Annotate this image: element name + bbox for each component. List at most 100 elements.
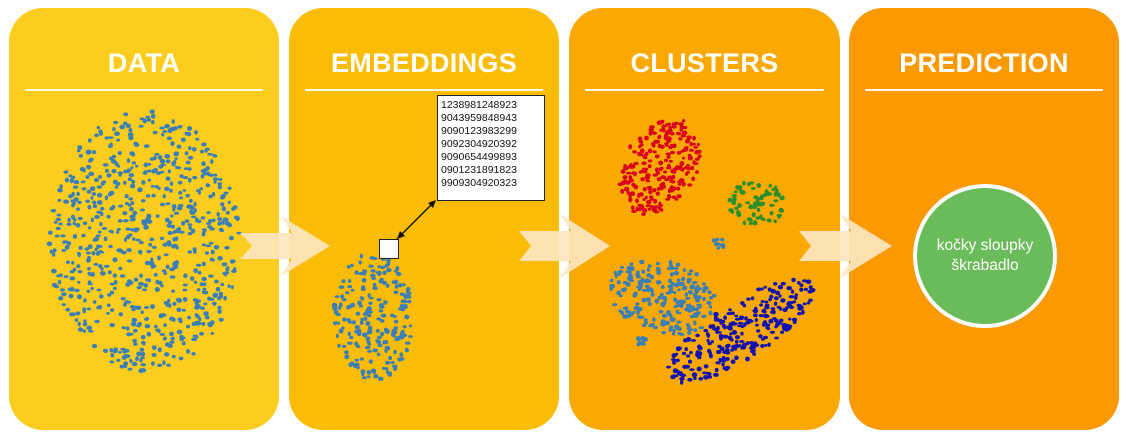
scatter-dot [624,186,630,192]
scatter-dot [165,302,170,307]
scatter-dot [689,368,695,372]
scatter-dot [769,203,775,207]
scatter-dot [376,352,381,357]
scatter-dot [176,329,183,335]
scatter-dot [737,203,742,208]
scatter-dot [747,181,751,187]
scatter-dot [113,280,118,285]
scatter-dot [88,171,95,177]
scatter-dot [214,279,219,284]
scatter-dot [657,295,662,300]
scatter-dot [201,276,207,282]
scatter-dot [642,156,648,160]
scatter-dot [652,317,656,322]
scatter-dot [770,307,776,311]
scatter-dot [693,313,699,318]
scatter-dot [633,184,639,190]
scatter-dot [690,165,695,171]
scatter-dot [203,290,209,295]
scatter-dot [681,156,686,160]
scatter-dot [665,291,672,295]
scatter-dot [687,308,693,313]
scatter-dot [761,217,766,221]
scatter-dot [96,288,102,292]
scatter-dot [386,371,392,376]
scatter-dot [98,264,103,269]
scatter-dot [647,302,652,306]
scatter-dot [153,324,158,329]
scatter-dot [130,151,136,157]
scatter-dot [344,291,350,295]
scatter-dot [778,294,782,298]
scatter-dot [97,200,103,205]
scatter-dot [95,234,101,238]
panel-divider [25,89,263,91]
scatter-dot [789,301,795,304]
scatter-dot [385,360,391,365]
scatter-dot [206,171,211,177]
scatter-dot [96,192,103,198]
scatter-dot [195,137,200,141]
scatter-dot [88,158,93,163]
scatter-dot [49,249,54,254]
scatter-dot [61,292,67,297]
scatter-dot [710,324,716,329]
scatter-dot [186,349,191,354]
scatter-dot [126,300,132,304]
scatter-dot [372,282,377,288]
scatter-dot [380,313,387,318]
scatter-dot [775,322,780,327]
scatter-dot [756,183,762,188]
scatter-dot [620,310,624,316]
scatter-dot [687,183,693,187]
scatter-dot [609,284,615,288]
scatter-dot [665,123,669,127]
scatter-dot [120,297,126,301]
scatter-dot [377,343,383,348]
scatter-dot [54,234,60,238]
scatter-dot [81,233,86,238]
scatter-dot [609,278,614,283]
scatter-dot [669,313,673,318]
scatter-dot [78,154,83,158]
scatter-dot [659,166,664,171]
scatter-dot [123,354,129,357]
scatter-dot [91,271,95,277]
scatter-dot [118,312,124,317]
scatter-dot [354,358,359,362]
scatter-dot [728,208,734,213]
scatter-dot [51,252,56,257]
scatter-dot [107,270,112,275]
scatter-dot [80,180,86,184]
scatter-dot [364,345,371,350]
scatter-dot [658,160,664,166]
scatter-dot [139,358,143,363]
scatter-dot [117,151,122,155]
scatter-dot [752,220,758,224]
scatter-dot [151,361,155,366]
scatter-dot [723,315,727,320]
scatter-dot [647,264,652,268]
scatter-dot [208,297,215,301]
scatter-dot [56,213,62,217]
scatter-dot [335,312,341,317]
scatter-dot [652,188,657,192]
scatter-dot [151,352,157,357]
scatter-dot [635,272,640,277]
scatter-dot [140,363,147,367]
scatter-dot [210,159,214,165]
scatter-dot [614,273,618,279]
scatter-dot [201,142,207,147]
scatter-dot [102,163,109,167]
scatter-dot [684,364,690,369]
scatter-dot [659,292,664,297]
scatter-dot [119,364,125,369]
scatter-dot [734,355,739,360]
scatter-dot [758,334,763,339]
scatter-dot [638,192,644,197]
scatter-dot [636,341,641,346]
scatter-dot [692,135,696,141]
scatter-dot [334,295,340,298]
scatter-dot [227,284,231,288]
scatter-dot [632,310,636,314]
